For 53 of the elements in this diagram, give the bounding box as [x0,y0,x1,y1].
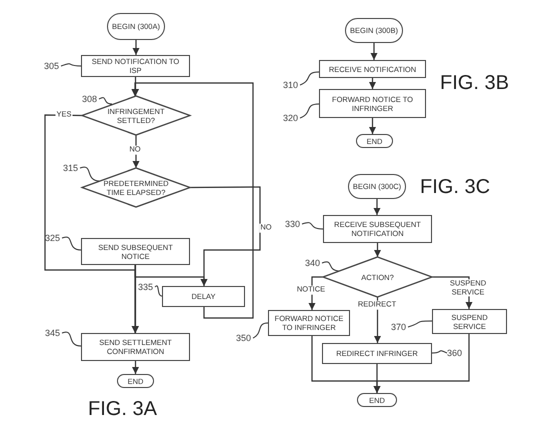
reference-number: 370 [391,322,408,332]
reference-number: 330 [285,219,302,229]
reference-number: 335 [138,282,155,292]
leader-line [432,350,448,354]
leader-line [302,222,324,230]
leader-line [154,285,162,296]
reference-number: 350 [236,333,253,343]
reference-number: 360 [447,348,464,358]
process-box [268,310,350,336]
decision-diamond [82,96,190,135]
decision-diamond [323,257,432,297]
process-box [319,89,426,118]
arrow [132,361,140,374]
leader-line [98,97,112,104]
arrow [368,118,376,134]
leader-line [62,236,82,250]
arrow [373,199,381,215]
leader-line [62,332,82,346]
arrow [132,40,140,55]
process-box [162,286,245,307]
arrow [373,364,381,393]
process-box [81,333,190,361]
reference-number: 325 [45,233,62,243]
leader-line [300,72,320,86]
reference-number: 320 [283,113,300,123]
arrow [374,243,382,257]
figure-label: FIG. 3A [88,398,157,421]
reference-number: 315 [63,163,80,173]
leader-line [322,261,340,272]
arrow [368,78,376,89]
decision-diamond [82,168,190,207]
leader-line [252,322,268,338]
reference-number: 308 [82,94,99,104]
process-box [322,343,432,364]
reference-number: 305 [44,61,61,71]
leader-line [60,63,82,66]
arrow [132,135,140,168]
process-box [319,60,426,78]
leader-line [80,166,100,182]
process-box [81,55,190,77]
process-box [81,238,190,265]
process-box [323,215,432,243]
reference-number: 340 [305,258,322,268]
reference-number: 345 [45,328,62,338]
leader-line [408,320,432,328]
process-box [432,309,507,334]
leader-line [300,104,320,118]
figure-label: FIG. 3C [420,176,490,199]
arrow [131,82,254,319]
reference-number: 310 [283,80,300,90]
arrow [134,265,208,286]
figure-label: FIG. 3B [440,72,509,95]
arrow [370,43,378,60]
